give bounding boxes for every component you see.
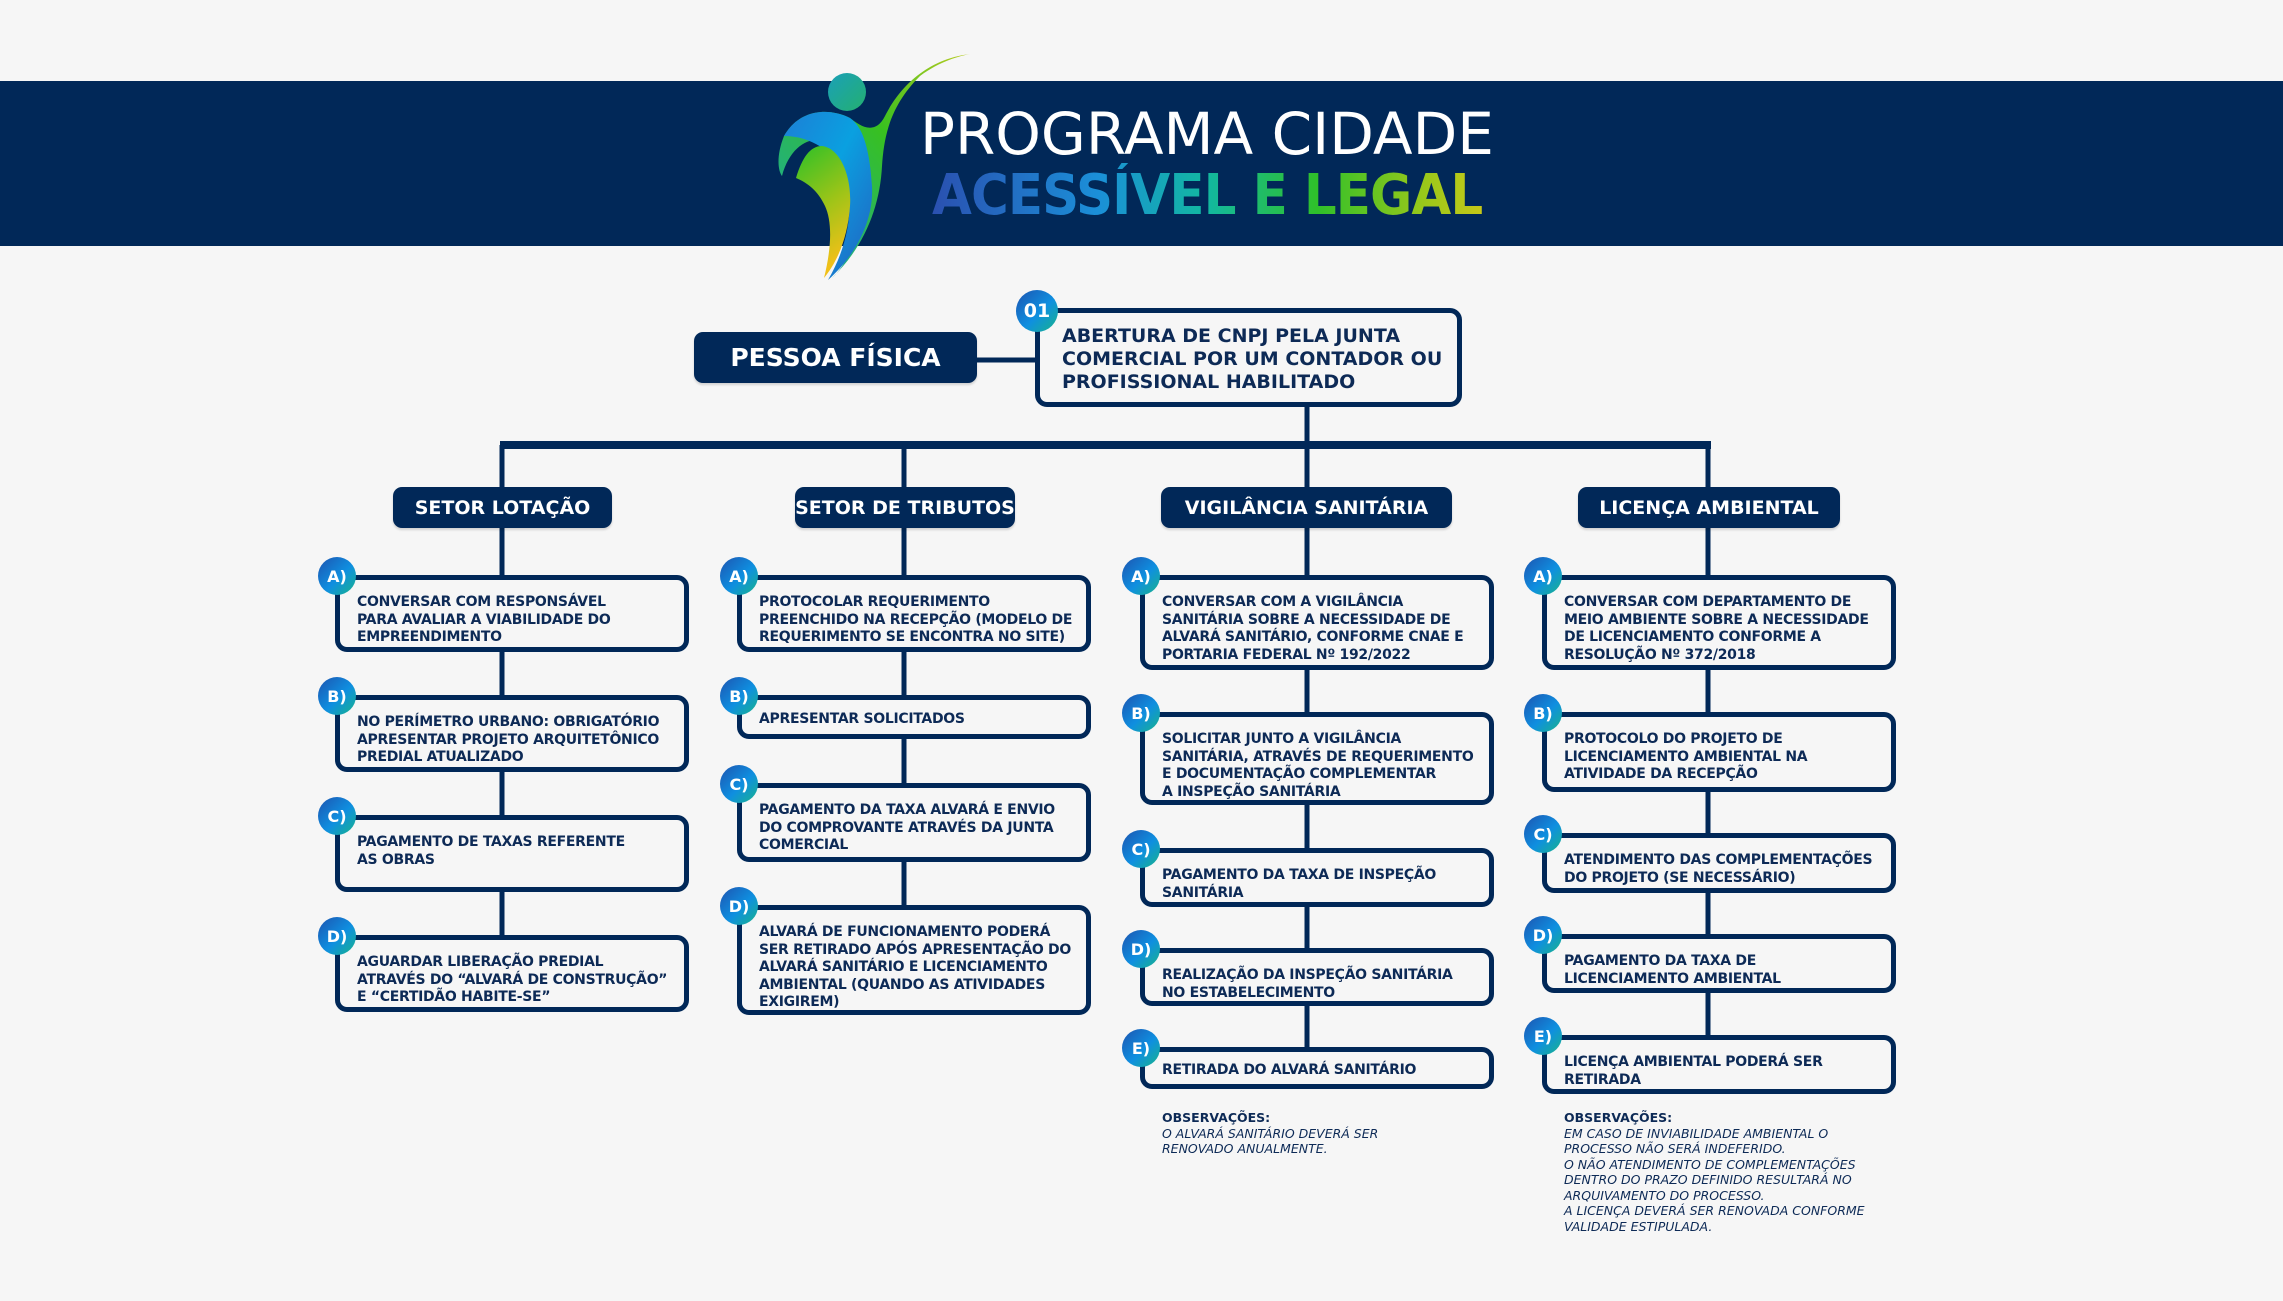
step-text: LICENÇA AMBIENTAL PODERÁ SER RETIRADA [1564, 1054, 1823, 1088]
step-box-tributos-b: APRESENTAR SOLICITADOS [737, 695, 1091, 739]
step-badge: B) [1122, 694, 1160, 732]
step-01-badge: 01 [1016, 290, 1058, 332]
step-box-tributos-a: PROTOCOLAR REQUERIMENTO PREENCHIDO NA RE… [737, 575, 1091, 652]
step-text: PROTOCOLAR REQUERIMENTO PREENCHIDO NA RE… [759, 594, 1073, 645]
step-box-tributos-d: ALVARÁ DE FUNCIONAMENTO PODERÁ SER RETIR… [737, 905, 1091, 1015]
step-badge: C) [1524, 815, 1562, 853]
person-figure-logo-icon [778, 54, 970, 280]
step-box-vigilancia-e: RETIRADA DO ALVARÁ SANITÁRIO [1140, 1047, 1494, 1089]
column-header-licenca-ambiental: LICENÇA AMBIENTAL [1578, 487, 1840, 528]
step-badge: D) [318, 917, 356, 955]
step-box-lotacao-a: CONVERSAR COM RESPONSÁVEL PARA AVALIAR A… [335, 575, 689, 652]
step-badge: C) [720, 765, 758, 803]
observations-vigilancia: OBSERVAÇÕES: O ALVARÁ SANITÁRIO DEVERÁ S… [1162, 1110, 1378, 1157]
column-title: SETOR LOTAÇÃO [414, 496, 591, 519]
step-badge: E) [1122, 1029, 1160, 1067]
program-title-line2: ACESSÍVEL E LEGAL [932, 163, 1483, 228]
step-text: PROTOCOLO DO PROJETO DE LICENCIAMENTO AM… [1564, 731, 1808, 782]
logo-head [828, 73, 866, 111]
pessoa-fisica-text: PESSOA FÍSICA [730, 343, 941, 372]
logo-arm [778, 54, 970, 278]
logo-leg [796, 146, 851, 278]
observations-heading: OBSERVAÇÕES: [1162, 1110, 1271, 1125]
step-text: PAGAMENTO DA TAXA DE LICENCIAMENTO AMBIE… [1564, 953, 1781, 987]
step-badge: C) [1122, 830, 1160, 868]
observations-text: EM CASO DE INVIABILIDADE AMBIENTAL O PRO… [1564, 1125, 1865, 1234]
step-badge: A) [1524, 557, 1562, 595]
step-badge: D) [1524, 916, 1562, 954]
step-badge: D) [720, 887, 758, 925]
step-box-vigilancia-a: CONVERSAR COM A VIGILÂNCIA SANITÁRIA SOB… [1140, 575, 1494, 670]
step-badge: E) [1524, 1017, 1562, 1055]
step-text: PAGAMENTO DA TAXA ALVARÁ E ENVIO DO COMP… [759, 802, 1055, 853]
step-badge: B) [318, 677, 356, 715]
step-text: CONVERSAR COM RESPONSÁVEL PARA AVALIAR A… [357, 594, 611, 645]
program-title-line1: PROGRAMA CIDADE [920, 100, 1494, 168]
column-header-setor-lotacao: SETOR LOTAÇÃO [393, 487, 612, 528]
step-badge: A) [318, 557, 356, 595]
header-banner [0, 81, 2283, 246]
step-box-licenca-d: PAGAMENTO DA TAXA DE LICENCIAMENTO AMBIE… [1542, 934, 1896, 993]
step-badge: B) [1524, 694, 1562, 732]
column-title: LICENÇA AMBIENTAL [1599, 496, 1819, 519]
step-badge: A) [720, 557, 758, 595]
step-badge: C) [318, 797, 356, 835]
step-badge: D) [1122, 930, 1160, 968]
step-text: CONVERSAR COM DEPARTAMENTO DE MEIO AMBIE… [1564, 594, 1869, 663]
step-text: AGUARDAR LIBERAÇÃO PREDIAL ATRAVÉS DO “A… [357, 954, 668, 1005]
step-badge: B) [720, 677, 758, 715]
step-text: ATENDIMENTO DAS COMPLEMENTAÇÕES DO PROJE… [1564, 852, 1873, 886]
step-01-text: ABERTURA DE CNPJ PELA JUNTA COMERCIAL PO… [1062, 325, 1443, 393]
step-box-vigilancia-d: REALIZAÇÃO DA INSPEÇÃO SANITÁRIA NO ESTA… [1140, 948, 1494, 1006]
step-text: NO PERÍMETRO URBANO: OBRIGATÓRIO APRESEN… [357, 714, 660, 765]
column-header-vigilancia-sanitaria: VIGILÂNCIA SANITÁRIA [1161, 487, 1452, 528]
connector-horizontal-bar [500, 441, 1711, 449]
observations-licenca: OBSERVAÇÕES: EM CASO DE INVIABILIDADE AM… [1564, 1110, 1865, 1234]
observations-heading: OBSERVAÇÕES: [1564, 1110, 1673, 1125]
step-box-licenca-e: LICENÇA AMBIENTAL PODERÁ SER RETIRADA [1542, 1035, 1896, 1094]
logo-body [784, 111, 873, 280]
step-text: PAGAMENTO DE TAXAS REFERENTE AS OBRAS [357, 834, 625, 868]
step-text: REALIZAÇÃO DA INSPEÇÃO SANITÁRIA NO ESTA… [1162, 967, 1453, 1001]
column-header-setor-tributos: SETOR DE TRIBUTOS [795, 487, 1015, 528]
step-box-lotacao-d: AGUARDAR LIBERAÇÃO PREDIAL ATRAVÉS DO “A… [335, 935, 689, 1012]
step-box-licenca-c: ATENDIMENTO DAS COMPLEMENTAÇÕES DO PROJE… [1542, 833, 1896, 893]
step-text: PAGAMENTO DA TAXA DE INSPEÇÃO SANITÁRIA [1162, 867, 1437, 901]
step-box-licenca-b: PROTOCOLO DO PROJETO DE LICENCIAMENTO AM… [1542, 712, 1896, 792]
step-box-tributos-c: PAGAMENTO DA TAXA ALVARÁ E ENVIO DO COMP… [737, 783, 1091, 862]
step-badge: A) [1122, 557, 1160, 595]
step-text: RETIRADA DO ALVARÁ SANITÁRIO [1162, 1062, 1417, 1078]
step-box-vigilancia-c: PAGAMENTO DA TAXA DE INSPEÇÃO SANITÁRIA [1140, 848, 1494, 907]
column-title: VIGILÂNCIA SANITÁRIA [1184, 496, 1429, 519]
observations-text: O ALVARÁ SANITÁRIO DEVERÁ SER RENOVADO A… [1162, 1125, 1379, 1157]
pessoa-fisica-label: PESSOA FÍSICA [694, 332, 977, 383]
step-text: APRESENTAR SOLICITADOS [759, 711, 965, 727]
step-text: CONVERSAR COM A VIGILÂNCIA SANITÁRIA SOB… [1162, 594, 1464, 663]
step-box-vigilancia-b: SOLICITAR JUNTO A VIGILÂNCIA SANITÁRIA, … [1140, 712, 1494, 805]
step-text: SOLICITAR JUNTO A VIGILÂNCIA SANITÁRIA, … [1162, 731, 1474, 800]
column-title: SETOR DE TRIBUTOS [795, 496, 1015, 519]
step-box-licenca-a: CONVERSAR COM DEPARTAMENTO DE MEIO AMBIE… [1542, 575, 1896, 670]
step-01-box: ABERTURA DE CNPJ PELA JUNTA COMERCIAL PO… [1035, 308, 1462, 407]
step-text: ALVARÁ DE FUNCIONAMENTO PODERÁ SER RETIR… [759, 924, 1071, 1010]
step-box-lotacao-b: NO PERÍMETRO URBANO: OBRIGATÓRIO APRESEN… [335, 695, 689, 772]
step-box-lotacao-c: PAGAMENTO DE TAXAS REFERENTE AS OBRAS [335, 815, 689, 892]
